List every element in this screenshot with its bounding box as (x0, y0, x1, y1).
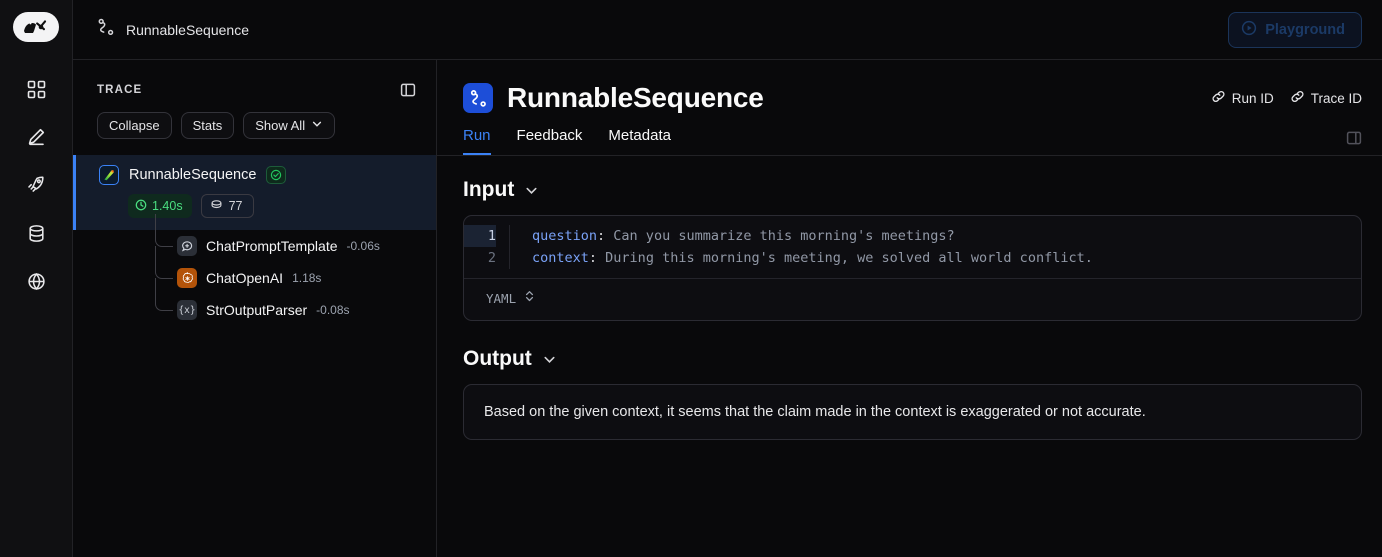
collapse-button[interactable]: Collapse (97, 112, 172, 139)
apps-icon[interactable] (16, 69, 56, 109)
trace-id-label: Trace ID (1310, 90, 1362, 106)
run-tabs: Run Feedback Metadata (437, 127, 1382, 156)
yaml-value: During this morning's meeting, we solved… (597, 250, 1093, 266)
trace-toolbar: Collapse Stats Show All (73, 98, 436, 153)
trace-panel: TRACE Collapse Stats (73, 60, 437, 557)
pencil-edit-icon[interactable] (16, 117, 56, 157)
line-number: 1 (464, 225, 496, 247)
stats-button[interactable]: Stats (180, 112, 235, 139)
clock-icon (135, 199, 147, 214)
output-heading: Output (463, 347, 532, 370)
run-header: RunnableSequence Run ID (437, 60, 1382, 114)
body-split: TRACE Collapse Stats (73, 60, 1382, 557)
run-id-label: Run ID (1231, 90, 1274, 106)
run-content: Input 1 2 quest (437, 156, 1382, 440)
id-buttons: Run ID Trace ID (1211, 89, 1362, 107)
code-body: 1 2 question: Can you summarize this mor… (464, 216, 1361, 278)
breadcrumb[interactable]: RunnableSequence (97, 18, 249, 41)
format-label: YAML (486, 291, 517, 306)
tree-node-badges: 1.40s 77 (73, 194, 436, 218)
trace-tree: RunnableSequence (73, 153, 436, 326)
openai-icon (177, 268, 197, 288)
yaml-key: question (532, 228, 598, 244)
token-badge: 77 (200, 194, 254, 218)
page-title: RunnableSequence (507, 82, 764, 113)
tree-child-label: ChatOpenAI (206, 270, 284, 286)
chevron-up-down-icon (524, 289, 535, 308)
tree-child-duration: -0.08s (316, 303, 350, 317)
link-icon (1290, 89, 1305, 107)
token-coin-icon (210, 198, 223, 214)
tree-node-chatprompttemplate[interactable]: ChatPromptTemplate -0.06s (73, 214, 436, 262)
sequence-path-icon (463, 83, 493, 113)
link-icon (1211, 89, 1226, 107)
output-card: Based on the given context, it seems tha… (463, 384, 1362, 440)
collapse-label: Collapse (109, 118, 160, 133)
globe-icon[interactable] (16, 261, 56, 301)
langchain-node-icon (99, 165, 119, 185)
show-all-button[interactable]: Show All (243, 112, 336, 139)
play-circle-icon (1241, 20, 1257, 40)
database-icon[interactable] (16, 213, 56, 253)
panel-split-icon[interactable] (1346, 130, 1362, 155)
tree-node-runnablesequence[interactable]: RunnableSequence (73, 155, 436, 230)
run-id-button[interactable]: Run ID (1211, 89, 1274, 107)
tab-feedback[interactable]: Feedback (516, 127, 583, 144)
code-line: context: During this morning's meeting, … (532, 247, 1361, 269)
trace-panel-title: TRACE (97, 84, 143, 96)
playground-button[interactable]: Playground (1228, 11, 1362, 48)
prompt-bubble-icon (177, 236, 197, 256)
token-value: 77 (228, 199, 243, 213)
tree-child-duration: -0.06s (346, 239, 380, 253)
input-code-card: 1 2 question: Can you summarize this mor… (463, 215, 1362, 321)
tree-child-label: StrOutputParser (206, 302, 308, 318)
chevron-down-icon (311, 118, 323, 133)
panel-split-icon[interactable] (400, 82, 416, 98)
chevron-down-icon[interactable] (541, 351, 558, 368)
langsmith-logo-icon[interactable] (13, 12, 59, 42)
run-title-row: RunnableSequence Run ID (463, 82, 1362, 114)
output-section-title: Output (463, 347, 1362, 371)
yaml-sep: : (597, 228, 606, 244)
tree-children: ChatPromptTemplate -0.06s ChatOpenAI (73, 214, 436, 326)
braces-x-icon: {x} (177, 300, 197, 320)
tree-child-duration: 1.18s (292, 271, 322, 285)
run-panel: RunnableSequence Run ID (437, 60, 1382, 557)
top-bar: RunnableSequence Playground (73, 0, 1382, 60)
trace-header: TRACE (73, 60, 436, 98)
tree-node-stroutputparser[interactable]: {x} StrOutputParser -0.08s (73, 278, 436, 326)
output-text: Based on the given context, it seems tha… (484, 404, 1146, 420)
tree-child-label: ChatPromptTemplate (206, 238, 338, 254)
check-circle-icon (266, 166, 287, 184)
tab-run[interactable]: Run (463, 127, 491, 155)
yaml-sep: : (588, 250, 598, 266)
yaml-key: context (532, 250, 589, 266)
playground-label: Playground (1265, 21, 1345, 38)
breadcrumb-label: RunnableSequence (126, 21, 249, 38)
duration-value: 1.40s (152, 199, 183, 213)
tree-node-label: RunnableSequence (129, 167, 257, 183)
main-column: RunnableSequence Playground TRACE (73, 0, 1382, 557)
tab-metadata[interactable]: Metadata (608, 127, 671, 144)
left-nav-rail (0, 0, 73, 557)
stats-label: Stats (192, 118, 223, 133)
line-number-gutter: 1 2 (464, 225, 510, 269)
input-section-title: Input (463, 178, 1362, 202)
input-heading: Input (463, 178, 515, 201)
code-lines[interactable]: question: Can you summarize this morning… (510, 225, 1361, 269)
code-format-selector[interactable]: YAML (464, 278, 1361, 320)
tree-node-row: RunnableSequence (73, 165, 436, 185)
sequence-path-icon (97, 18, 115, 41)
rocket-icon[interactable] (16, 165, 56, 205)
show-all-label: Show All (255, 118, 306, 133)
line-number: 2 (487, 250, 496, 266)
trace-id-button[interactable]: Trace ID (1290, 89, 1362, 107)
yaml-value: Can you summarize this morning's meeting… (605, 228, 955, 244)
code-line: question: Can you summarize this morning… (532, 225, 1361, 247)
tree-node-chatopenai[interactable]: ChatOpenAI 1.18s (73, 246, 436, 294)
chevron-down-icon[interactable] (523, 182, 540, 199)
